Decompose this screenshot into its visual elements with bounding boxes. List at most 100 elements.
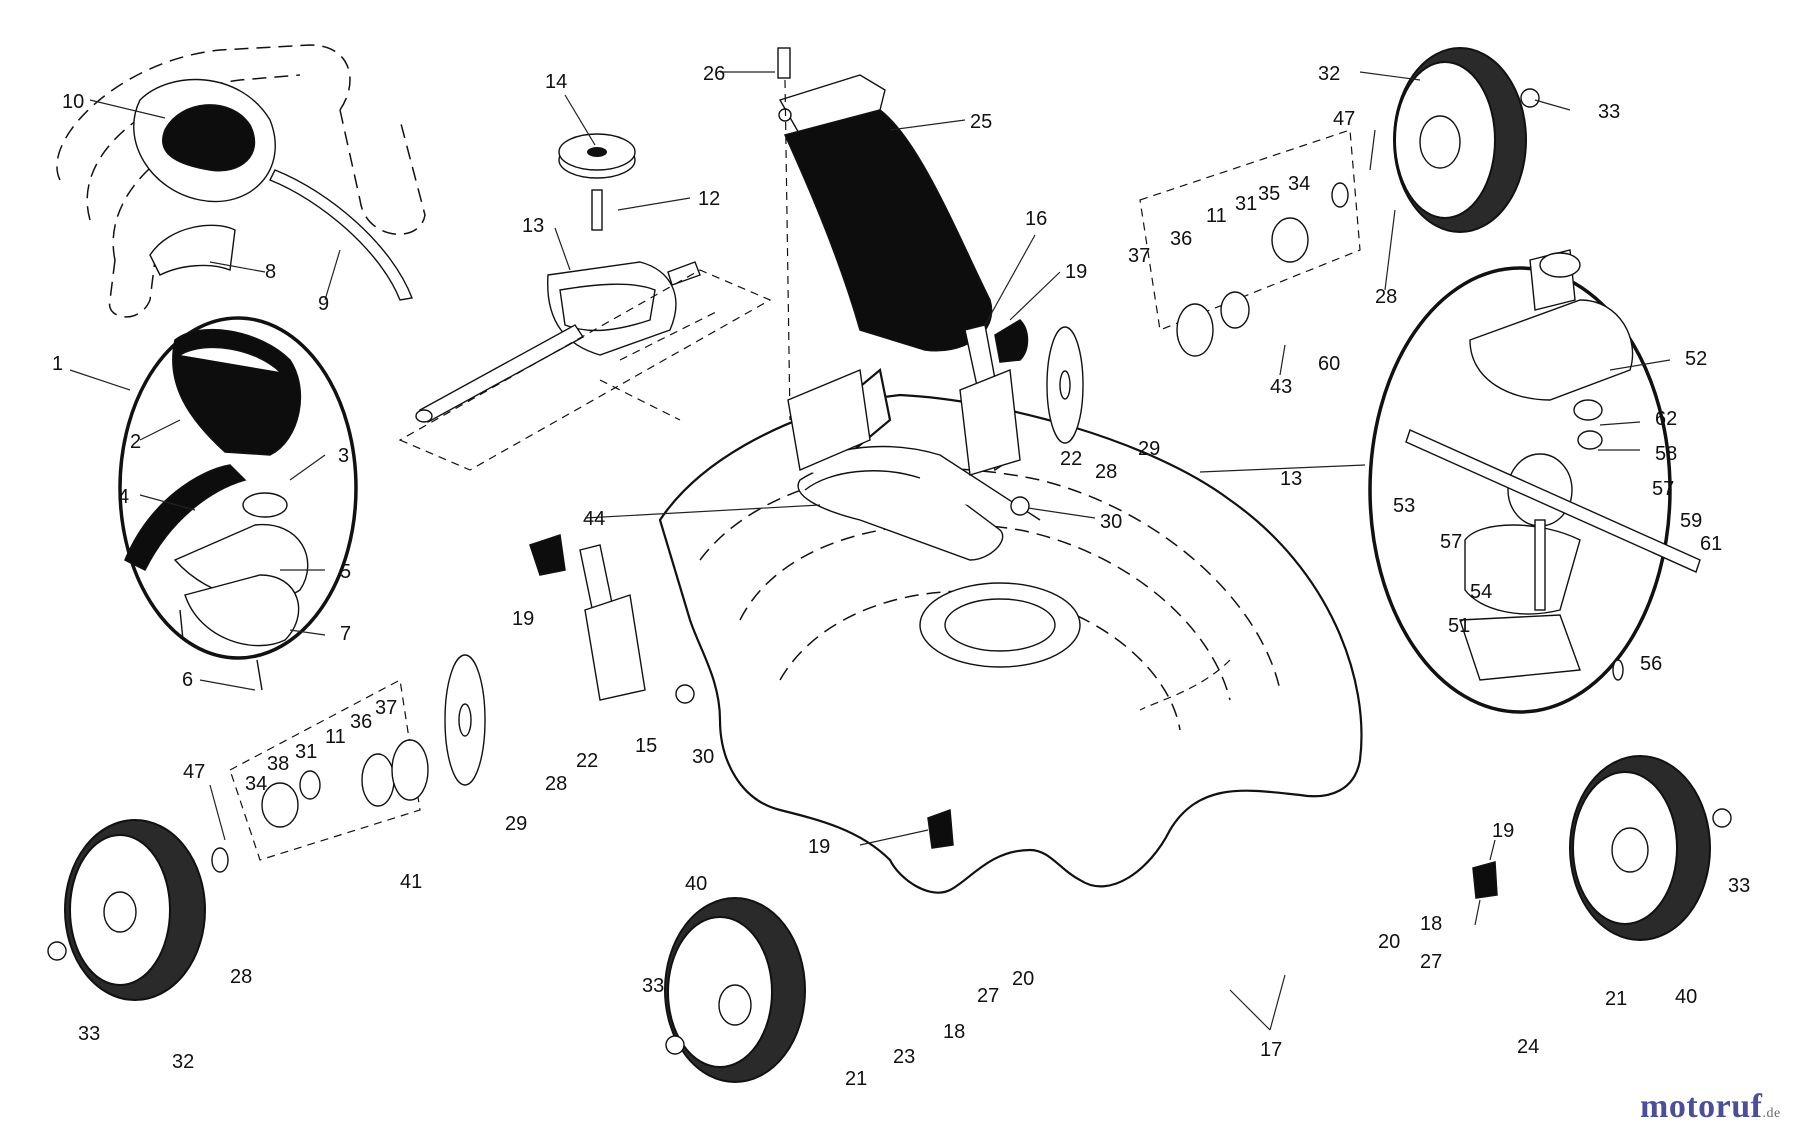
label-4: 4 <box>118 486 129 508</box>
label-37-top: 37 <box>1128 245 1150 267</box>
label-44: 44 <box>583 508 605 530</box>
label-11-top: 11 <box>1206 205 1227 227</box>
label-19-left: 19 <box>512 608 534 630</box>
label-31-top: 31 <box>1235 193 1257 215</box>
label-35: 35 <box>1258 183 1280 205</box>
label-18-right: 18 <box>1420 913 1442 935</box>
label-26: 26 <box>703 63 725 85</box>
control-plate-lower <box>184 574 300 647</box>
watermark-logo: motoruf.de <box>1640 1088 1781 1126</box>
label-3: 3 <box>338 445 349 467</box>
adjuster-knob-front <box>927 808 954 849</box>
label-6: 6 <box>182 669 193 691</box>
gearbox-upper-case <box>1469 299 1634 401</box>
label-56: 58 <box>1655 443 1677 465</box>
label-57: 56 <box>1640 653 1662 675</box>
label-47-left: 47 <box>183 761 205 783</box>
label-55-lower: 57 <box>1440 531 1462 553</box>
label-15: 15 <box>635 735 657 757</box>
label-25: 25 <box>970 111 992 133</box>
label-38: 38 <box>267 753 289 775</box>
label-11-left: 11 <box>325 726 346 748</box>
label-27-center: 27 <box>977 985 999 1007</box>
handle-assembly <box>56 44 426 318</box>
label-9: 9 <box>318 293 329 315</box>
label-33-right: 33 <box>1728 875 1750 897</box>
gearbox-axle <box>1405 429 1701 573</box>
label-41: 41 <box>400 871 422 893</box>
label-37-left: 37 <box>375 697 397 719</box>
label-60: 60 <box>1318 353 1340 375</box>
control-cover <box>172 328 302 456</box>
transmission-assembly <box>398 133 772 471</box>
watermark-suffix: .de <box>1762 1106 1781 1121</box>
label-28-upper: 28 <box>1095 461 1117 483</box>
label-19-top: 19 <box>1065 261 1087 283</box>
label-51: 51 <box>1448 615 1470 637</box>
watermark-brand: motoruf <box>1640 1088 1763 1125</box>
label-13-top: 13 <box>522 215 544 237</box>
label-23: 23 <box>893 1046 915 1068</box>
label-30-left: 30 <box>692 746 714 768</box>
wheel-front-right <box>1569 755 1732 941</box>
axle-shaft <box>418 324 585 423</box>
label-62: 62 <box>1655 408 1677 430</box>
adjuster-knob-front-right <box>1472 861 1498 899</box>
height-adjusters <box>444 319 1498 899</box>
label-7: 7 <box>340 623 351 645</box>
label-33-center: 33 <box>642 975 664 997</box>
label-32-top: 32 <box>1318 63 1340 85</box>
right-axle-parts <box>1139 129 1361 711</box>
label-30-right: 30 <box>1100 511 1122 533</box>
label-24: 24 <box>1517 1036 1539 1058</box>
adjuster-knob-right <box>994 319 1029 363</box>
wheel-front-left <box>664 897 806 1083</box>
label-22-right: 22 <box>1060 448 1082 470</box>
label-22-left: 22 <box>576 750 598 772</box>
label-12: 12 <box>698 188 720 210</box>
label-34-top: 34 <box>1288 173 1310 195</box>
left-axle-parts <box>211 679 429 873</box>
mower-deck <box>658 367 1363 894</box>
label-34-left: 34 <box>245 773 267 795</box>
label-53: 53 <box>1393 495 1415 517</box>
part-labels: 10 8 9 1 2 3 4 5 7 6 14 12 13 26 25 16 1… <box>52 63 1750 1090</box>
label-21-center: 21 <box>845 1068 867 1090</box>
label-5: 5 <box>340 561 351 583</box>
wheel-rear-right <box>1393 47 1540 233</box>
label-20-right: 20 <box>1378 931 1400 953</box>
label-28-bottom: 28 <box>230 966 252 988</box>
label-20-center: 20 <box>1012 968 1034 990</box>
label-18-center: 18 <box>943 1021 965 1043</box>
label-14: 14 <box>545 71 567 93</box>
gearbox-lower-case <box>1459 614 1581 681</box>
label-27-right: 27 <box>1420 951 1442 973</box>
label-21-right: 21 <box>1605 988 1627 1010</box>
zoom-detail-right <box>1368 249 1701 714</box>
wheel-rear-left <box>47 819 206 1001</box>
label-28-right: 28 <box>1375 286 1397 308</box>
label-8: 8 <box>265 261 276 283</box>
label-54: 54 <box>1470 581 1492 603</box>
label-2: 2 <box>130 431 141 453</box>
label-28-left: 28 <box>545 773 567 795</box>
zoom-detail-left <box>118 316 358 691</box>
label-16: 16 <box>1025 208 1047 230</box>
label-31-left: 31 <box>295 741 317 763</box>
label-40-left: 40 <box>685 873 707 895</box>
leader-lines <box>69 71 1671 1031</box>
handle-grip-cover <box>162 104 256 172</box>
label-19-right: 19 <box>1492 820 1514 842</box>
label-52: 52 <box>1685 348 1707 370</box>
label-36-top: 36 <box>1170 228 1192 250</box>
label-19-center: 19 <box>808 836 830 858</box>
label-33-left: 33 <box>78 1023 100 1045</box>
adjuster-knob-left <box>529 534 566 576</box>
label-29-left: 29 <box>505 813 527 835</box>
handle-bracket <box>149 224 236 276</box>
label-43: 43 <box>1270 376 1292 398</box>
label-40-right: 40 <box>1675 986 1697 1008</box>
label-10: 10 <box>62 91 84 113</box>
label-13-right: 13 <box>1280 468 1302 490</box>
